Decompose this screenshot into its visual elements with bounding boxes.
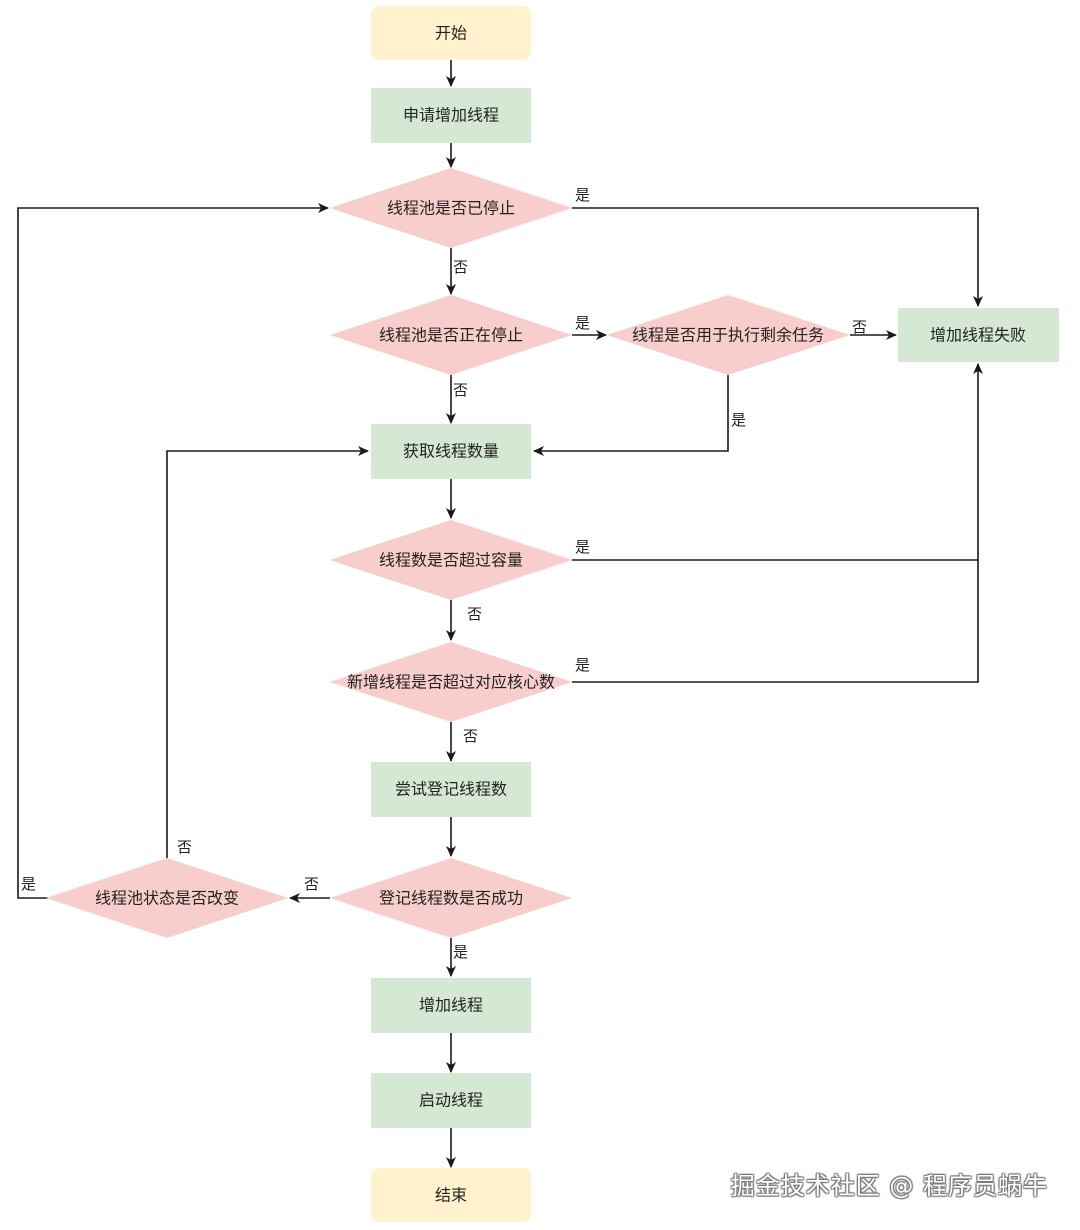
edge-state-yes-stopped [17, 203, 329, 899]
edge-remaining-yes-count [533, 375, 729, 456]
register-ok-decision [330, 858, 572, 938]
label-capacity-yes: 是 [575, 538, 590, 556]
label-core-yes: 是 [575, 656, 590, 674]
over-capacity-label: 线程数是否超过容量 [379, 551, 523, 570]
edges [17, 60, 983, 1168]
is-stopping-decision [330, 295, 572, 375]
try-register-node [371, 762, 531, 817]
label-state-yes: 是 [21, 875, 36, 893]
label-remaining-yes: 是 [731, 411, 746, 429]
for-remaining-decision [607, 295, 850, 375]
edge-core-yes-fail [572, 560, 979, 683]
watermark: 掘金技术社区 @ 程序员蜗牛 [730, 1172, 1048, 1200]
edge-capacity-yes-fail [572, 363, 983, 561]
add-fail-node [898, 308, 1059, 362]
end-label: 结束 [435, 1186, 467, 1205]
label-stopping-yes: 是 [575, 314, 590, 332]
is-stopped-label: 线程池是否已停止 [387, 199, 515, 218]
apply-node [371, 88, 531, 143]
label-state-no: 否 [177, 838, 192, 856]
nodes: 开始 申请增加线程 线程池是否已停止 线程池是否正在停止 线程是否用于执行剩余任… [46, 6, 1059, 1222]
over-capacity-decision [330, 520, 572, 600]
label-check-yes: 是 [453, 943, 468, 961]
end-node [371, 1168, 531, 1222]
is-stopped-decision [330, 168, 572, 248]
try-register-label: 尝试登记线程数 [395, 780, 507, 799]
label-capacity-no: 否 [467, 605, 482, 623]
label-stopping-no: 否 [453, 381, 468, 399]
label-stopped-no: 否 [453, 258, 468, 276]
add-thread-label: 增加线程 [419, 996, 483, 1015]
start-label: 开始 [435, 24, 467, 43]
is-stopping-label: 线程池是否正在停止 [379, 326, 523, 345]
start-node [371, 6, 531, 60]
get-count-node [371, 424, 531, 479]
label-remaining-no: 否 [852, 318, 867, 336]
label-check-no: 否 [304, 875, 319, 893]
edge-labels: 是 否 是 否 否 是 是 否 是 否 否 是 否 是 [21, 186, 867, 961]
start-thread-label: 启动线程 [419, 1091, 483, 1110]
state-changed-decision [46, 858, 288, 938]
state-changed-label: 线程池状态是否改变 [95, 889, 239, 908]
label-core-no: 否 [463, 727, 478, 745]
over-core-decision [330, 642, 572, 722]
apply-label: 申请增加线程 [403, 106, 499, 125]
add-thread-node [371, 978, 531, 1033]
register-ok-label: 登记线程数是否成功 [379, 889, 523, 908]
start-thread-node [371, 1073, 531, 1128]
edge-stopped-yes-fail [572, 207, 983, 307]
over-core-label: 新增线程是否超过对应核心数 [347, 673, 555, 692]
add-fail-label: 增加线程失败 [930, 326, 1026, 345]
label-stopped-yes: 是 [575, 186, 590, 204]
edge-state-no-count [166, 446, 369, 858]
for-remaining-label: 线程是否用于执行剩余任务 [632, 326, 824, 345]
get-count-label: 获取线程数量 [403, 442, 499, 461]
